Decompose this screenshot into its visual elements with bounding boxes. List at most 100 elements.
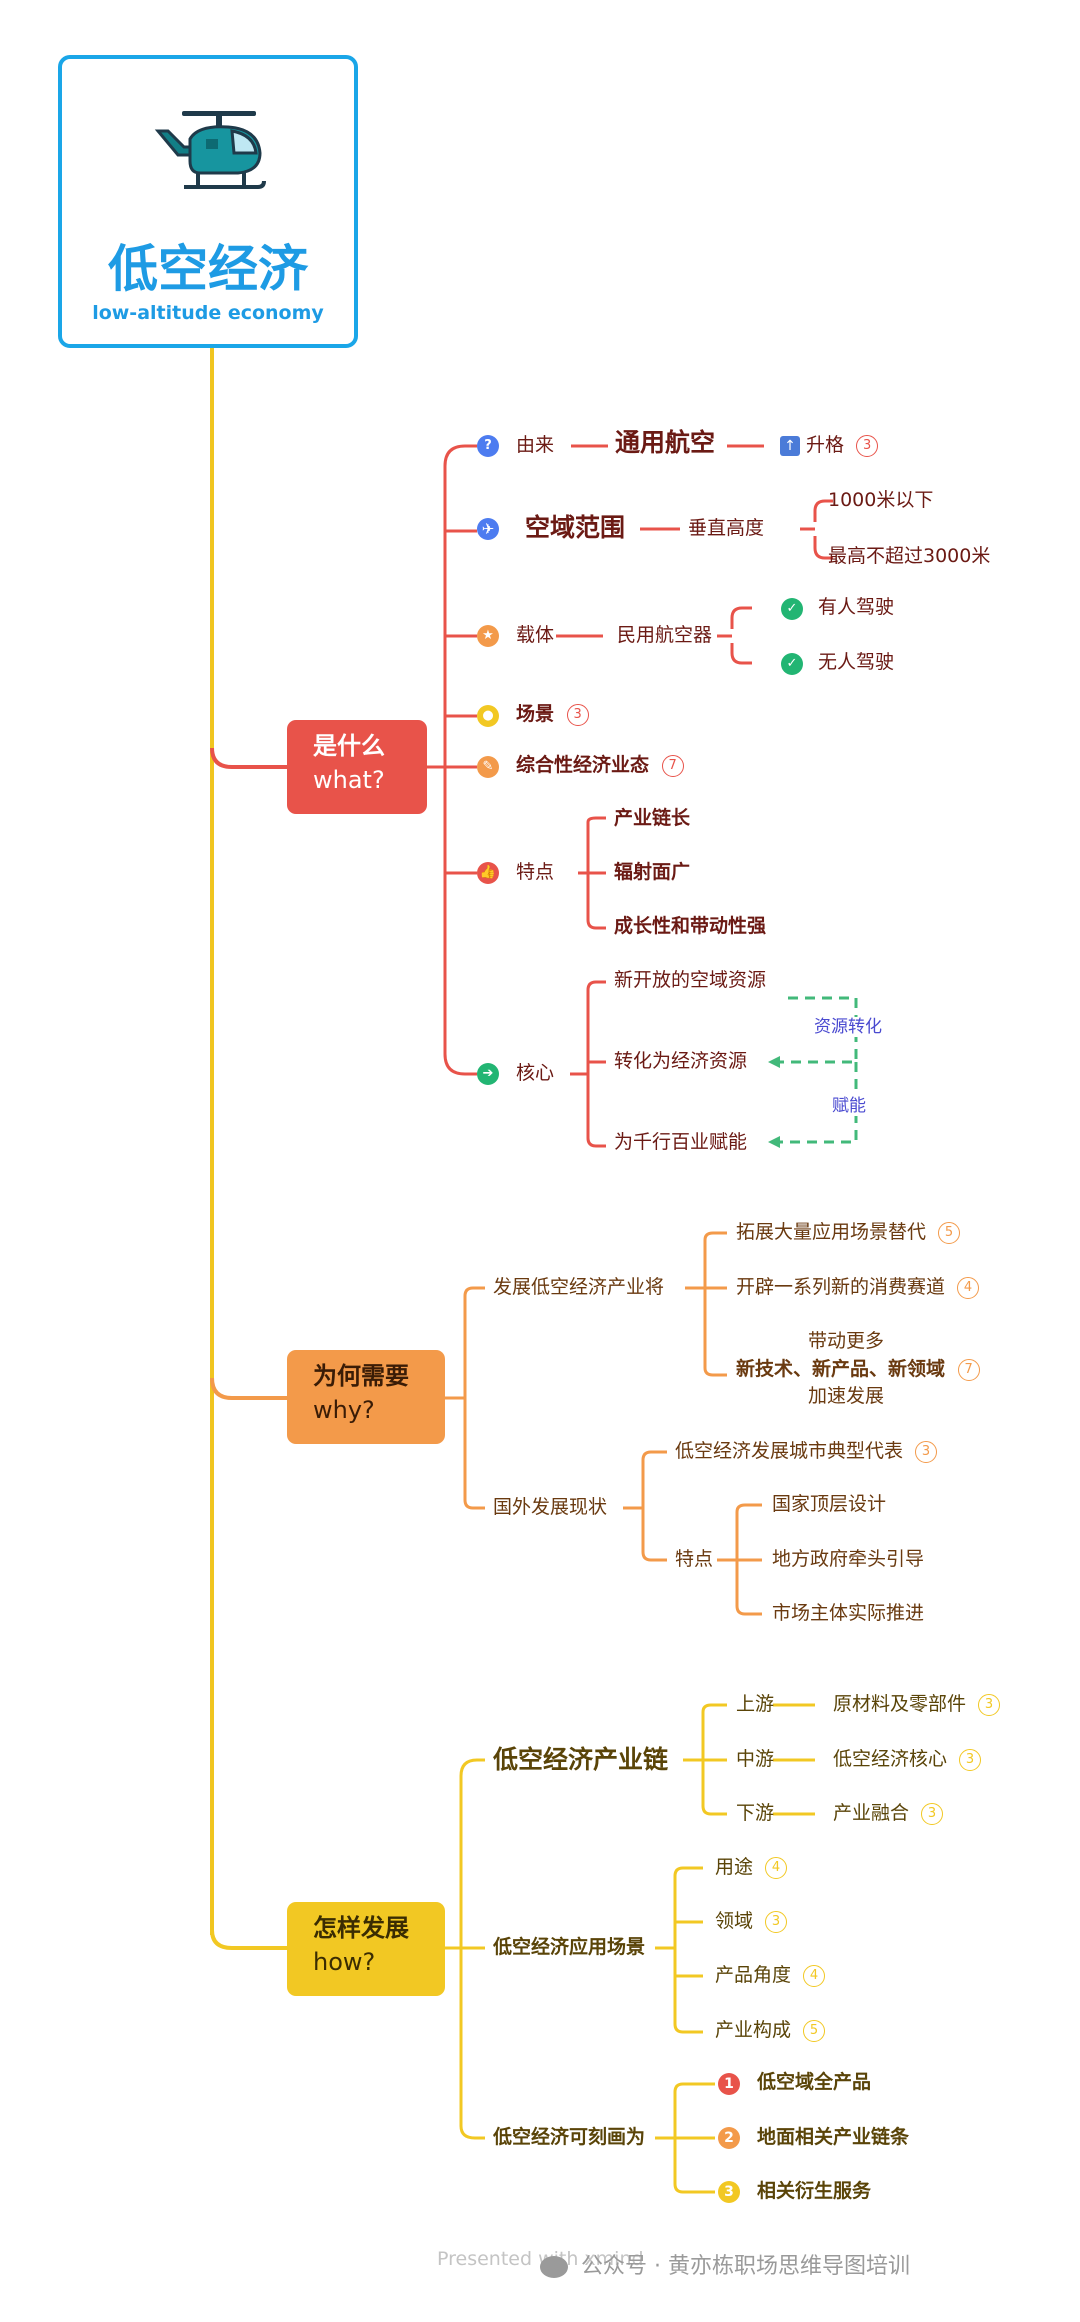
what-label-cn: 是什么 bbox=[313, 732, 385, 760]
scene-item[interactable]: 产品角度 4 bbox=[715, 1964, 826, 1987]
chain-stage[interactable]: 上游 bbox=[736, 1693, 775, 1715]
check-icon-manned: ✓ bbox=[781, 598, 803, 620]
scene-count-badge[interactable]: 3 bbox=[566, 703, 589, 726]
scene-node[interactable]: 场景 3 bbox=[516, 703, 589, 726]
count-badge[interactable]: 4 bbox=[765, 1856, 788, 1879]
core-item[interactable]: 为千行百业赋能 bbox=[614, 1131, 748, 1153]
upgrade-count-badge[interactable]: 3 bbox=[856, 434, 879, 457]
root-node[interactable]: 低空经济 low-altitude economy bbox=[58, 55, 358, 348]
height-range-2[interactable]: 最高不超过3000米 bbox=[828, 545, 991, 567]
count-badge[interactable]: 7 bbox=[957, 1358, 980, 1381]
core-label[interactable]: 核心 bbox=[516, 1062, 555, 1084]
scene-item-label: 用途 bbox=[715, 1856, 754, 1878]
root-title: 低空经济 bbox=[108, 240, 308, 298]
develop-item-line3: 加速发展 bbox=[808, 1385, 885, 1407]
how-label-en: how? bbox=[313, 1947, 376, 1976]
upgrade-icon: ↑ bbox=[780, 435, 800, 456]
chain-stage[interactable]: 中游 bbox=[736, 1748, 775, 1770]
chain-stage[interactable]: 下游 bbox=[736, 1802, 775, 1824]
count-badge[interactable]: 5 bbox=[938, 1221, 961, 1244]
scene-item-label: 领域 bbox=[715, 1910, 754, 1932]
cities-node[interactable]: 低空经济发展城市典型代表 3 bbox=[675, 1440, 938, 1463]
height-range-1[interactable]: 1000米以下 bbox=[828, 489, 934, 511]
how-node[interactable]: 怎样发展 how? bbox=[287, 1902, 445, 1996]
features-label[interactable]: 特点 bbox=[516, 861, 555, 883]
what-label-en: what? bbox=[313, 765, 385, 794]
foreign-feature-item[interactable]: 市场主体实际推进 bbox=[772, 1602, 925, 1624]
unmanned-node[interactable]: 无人驾驶 bbox=[818, 651, 895, 673]
how-label-cn: 怎样发展 bbox=[313, 1914, 409, 1942]
manned-node[interactable]: 有人驾驶 bbox=[818, 596, 895, 618]
chain-item-label: 产业融合 bbox=[833, 1802, 910, 1824]
develop-item-label: 新技术、新产品、新领域 bbox=[736, 1358, 946, 1380]
develop-item[interactable]: 拓展大量应用场景替代 5 bbox=[736, 1221, 961, 1244]
scene-item-label: 产业构成 bbox=[715, 2019, 792, 2041]
portray-item[interactable]: 地面相关产业链条 bbox=[757, 2126, 910, 2148]
portray-item[interactable]: 低空域全产品 bbox=[757, 2071, 872, 2093]
develop-item[interactable]: 新技术、新产品、新领域 7 bbox=[736, 1358, 980, 1381]
comprehensive-label: 综合性经济业态 bbox=[516, 754, 650, 776]
count-badge[interactable]: 3 bbox=[978, 1693, 1001, 1716]
pencil-icon: ✎ bbox=[477, 756, 499, 778]
upgrade-node[interactable]: ↑ 升格 3 bbox=[780, 434, 879, 457]
app-scene-node[interactable]: 低空经济应用场景 bbox=[493, 1936, 646, 1958]
foreign-node[interactable]: 国外发展现状 bbox=[493, 1496, 608, 1518]
feature-item[interactable]: 成长性和带动性强 bbox=[614, 915, 767, 937]
chain-item[interactable]: 低空经济核心 3 bbox=[833, 1748, 982, 1771]
feature-item[interactable]: 辐射面广 bbox=[614, 861, 691, 883]
cities-label: 低空经济发展城市典型代表 bbox=[675, 1440, 904, 1462]
scene-label: 场景 bbox=[516, 703, 555, 725]
core-item[interactable]: 新开放的空域资源 bbox=[614, 969, 767, 991]
count-badge[interactable]: 4 bbox=[803, 1964, 826, 1987]
count-badge[interactable]: 3 bbox=[921, 1802, 944, 1825]
industry-chain-node[interactable]: 低空经济产业链 bbox=[493, 1745, 669, 1774]
foreign-features-node[interactable]: 特点 bbox=[675, 1548, 714, 1570]
upgrade-label: 升格 bbox=[806, 434, 845, 456]
chain-item-label: 原材料及零部件 bbox=[833, 1693, 967, 1715]
airspace-node[interactable]: 空域范围 bbox=[525, 513, 626, 542]
feature-item[interactable]: 产业链长 bbox=[614, 807, 691, 829]
count-badge[interactable]: 3 bbox=[915, 1440, 938, 1463]
portray-node[interactable]: 低空经济可刻画为 bbox=[493, 2126, 646, 2148]
what-origin-label[interactable]: 由来 bbox=[516, 434, 555, 456]
scene-item-label: 产品角度 bbox=[715, 1964, 792, 1986]
what-node[interactable]: 是什么 what? bbox=[287, 720, 427, 814]
develop-item-line1: 带动更多 bbox=[808, 1330, 885, 1352]
portray-item[interactable]: 相关衍生服务 bbox=[757, 2180, 872, 2202]
develop-item[interactable]: 开辟一系列新的消费赛道 4 bbox=[736, 1276, 980, 1299]
lightbulb-icon: ● bbox=[477, 705, 499, 727]
core-item[interactable]: 转化为经济资源 bbox=[614, 1050, 748, 1072]
foreign-feature-item[interactable]: 地方政府牵头引导 bbox=[772, 1548, 925, 1570]
vertical-height-node[interactable]: 垂直高度 bbox=[688, 517, 765, 539]
chain-item[interactable]: 产业融合 3 bbox=[833, 1802, 944, 1825]
star-icon: ★ bbox=[477, 625, 499, 647]
scene-item[interactable]: 领域 3 bbox=[715, 1910, 788, 1933]
develop-node[interactable]: 发展低空经济产业将 bbox=[493, 1276, 665, 1298]
xmind-watermark: Presented with xmind bbox=[437, 2248, 644, 2270]
carrier-label[interactable]: 载体 bbox=[516, 624, 555, 646]
chain-item-label: 低空经济核心 bbox=[833, 1748, 948, 1770]
count-badge[interactable]: 3 bbox=[765, 1910, 788, 1933]
scene-item[interactable]: 用途 4 bbox=[715, 1856, 788, 1879]
count-badge[interactable]: 5 bbox=[803, 2019, 826, 2042]
comprehensive-node[interactable]: 综合性经济业态 7 bbox=[516, 754, 684, 777]
empower-label: 赋能 bbox=[830, 1096, 868, 1117]
wechat-watermark: 公众号 · 黄亦栋职场思维导图培训 bbox=[540, 2248, 910, 2280]
wechat-account-label: 公众号 · 黄亦栋职场思维导图培训 bbox=[581, 2254, 910, 2279]
general-aviation-node[interactable]: 通用航空 bbox=[615, 428, 716, 457]
airplane-icon: ✈ bbox=[477, 518, 499, 540]
count-badge[interactable]: 4 bbox=[957, 1276, 980, 1299]
foreign-feature-item[interactable]: 国家顶层设计 bbox=[772, 1493, 887, 1515]
helicopter-icon bbox=[154, 111, 266, 189]
why-node[interactable]: 为何需要 why? bbox=[287, 1350, 445, 1444]
scene-item[interactable]: 产业构成 5 bbox=[715, 2019, 826, 2042]
count-badge[interactable]: 3 bbox=[959, 1748, 982, 1771]
chain-item[interactable]: 原材料及零部件 3 bbox=[833, 1693, 1001, 1716]
civil-aircraft-node[interactable]: 民用航空器 bbox=[617, 624, 713, 646]
develop-item-label: 开辟一系列新的消费赛道 bbox=[736, 1276, 946, 1298]
number-1-icon: 1 bbox=[718, 2073, 740, 2095]
comprehensive-count-badge[interactable]: 7 bbox=[661, 754, 684, 777]
wechat-icon bbox=[540, 2256, 568, 2278]
number-2-icon: 2 bbox=[718, 2127, 740, 2149]
